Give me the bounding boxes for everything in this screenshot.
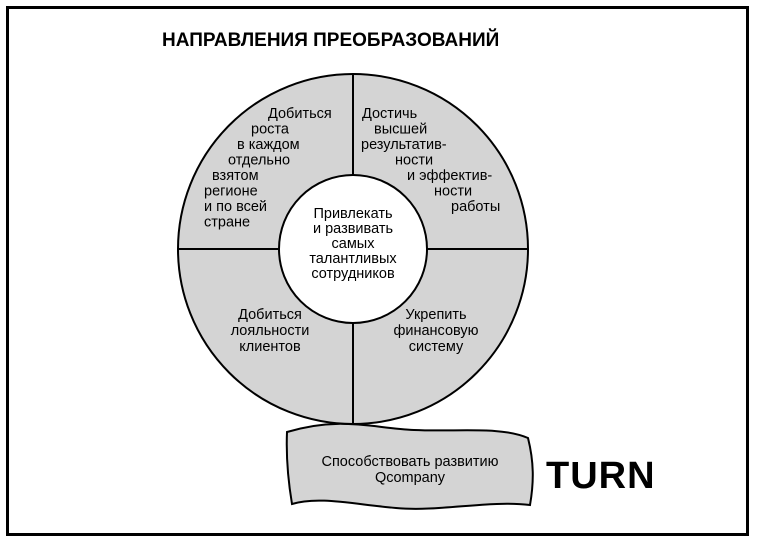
diagram-text-line: лояльности bbox=[231, 323, 310, 339]
diagram-text-line: самых bbox=[332, 236, 376, 252]
diagram-text-line: Добиться bbox=[268, 106, 332, 122]
banner-shape bbox=[285, 422, 534, 510]
diagram-text-line: взятом bbox=[212, 168, 259, 184]
diagram-text-line: Достичь bbox=[362, 106, 417, 122]
diagram-text-line: и развивать bbox=[313, 221, 393, 237]
diagram-text-line: Qcompany bbox=[375, 470, 446, 486]
diagram-text-line: отдельно bbox=[228, 153, 290, 169]
diagram-text-line: регионе bbox=[204, 184, 258, 200]
diagram-text-line: результатив- bbox=[361, 137, 447, 153]
diagram-text-line: Привлекать bbox=[313, 206, 392, 222]
diagram-text-line: работы bbox=[451, 199, 500, 215]
diagram-text-line: ности bbox=[395, 153, 433, 169]
diagram-text-line: высшей bbox=[374, 122, 427, 138]
diagram-frame bbox=[6, 6, 749, 536]
diagram-text-line: роста bbox=[251, 122, 290, 138]
diagram-text-line: Добиться bbox=[238, 307, 302, 323]
turn-logo: TURN bbox=[546, 455, 656, 497]
diagram-text-line: Укрепить bbox=[405, 307, 466, 323]
diagram-title: НАПРАВЛЕНИЯ ПРЕОБРАЗОВАНИЙ bbox=[162, 30, 500, 51]
diagram-text-line: финансовую bbox=[393, 323, 478, 339]
diagram-text-line: талантливых bbox=[309, 251, 397, 267]
diagram-text-line: сотрудников bbox=[311, 266, 395, 282]
diagram-text-line: и по всей bbox=[204, 199, 267, 215]
diagram-text-line: ности bbox=[434, 184, 472, 200]
inner-circle bbox=[278, 174, 428, 324]
diagram-text-line: систему bbox=[409, 339, 464, 355]
diagram-text-line: в каждом bbox=[237, 137, 300, 153]
diagram-text-line: клиентов bbox=[239, 339, 301, 355]
diagram-text-line: Способствовать развитию bbox=[321, 454, 498, 470]
diagram-text-line: и эффектив- bbox=[407, 168, 492, 184]
diagram-text-line: стране bbox=[204, 215, 250, 231]
